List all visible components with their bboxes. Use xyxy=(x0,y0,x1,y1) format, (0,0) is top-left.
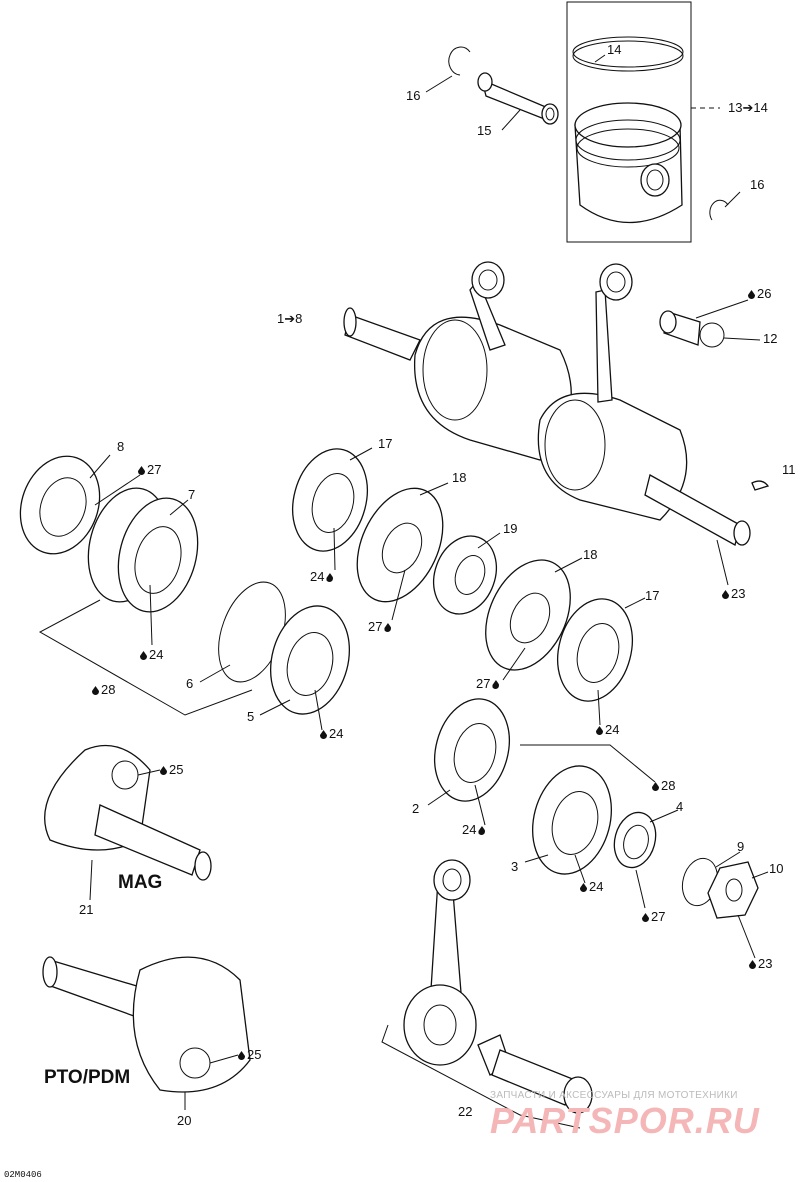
needle-bearing-top xyxy=(659,310,725,348)
callout-11: 11 xyxy=(782,462,796,477)
connecting-rod-22 xyxy=(403,859,593,1114)
callout-4: 4 xyxy=(676,799,684,814)
callout-5: 5 xyxy=(247,709,255,724)
callout-24-e: 24 xyxy=(462,823,486,837)
callout-24-c: 24 xyxy=(320,727,343,741)
lubricant-drop-icon xyxy=(320,730,327,739)
watermark-caption: ЗАПЧАСТИ И АКСЕССУАРЫ ДЛЯ МОТОТЕХНИКИ xyxy=(490,1090,738,1101)
callout-27-c: 27 xyxy=(476,677,500,691)
callout-26: 26 xyxy=(748,287,771,301)
callout-27-d: 27 xyxy=(642,910,665,924)
lubricant-drop-icon xyxy=(384,623,392,632)
callout-7: 7 xyxy=(188,487,196,502)
label-pto-pdm: PTO/PDM xyxy=(44,1067,131,1088)
callout-8: 8 xyxy=(117,439,125,454)
callout-22: 22 xyxy=(458,1104,473,1119)
lubricant-drop-icon xyxy=(652,782,659,791)
woodruff-key xyxy=(751,480,770,491)
callout-20: 20 xyxy=(177,1113,192,1128)
callout-28-b: 28 xyxy=(652,779,675,793)
callout-27-b: 27 xyxy=(368,620,392,634)
lubricant-drop-icon xyxy=(138,466,145,475)
bearing-17-upper xyxy=(292,448,368,552)
lubricant-drop-icon xyxy=(596,726,603,735)
label-mag: MAG xyxy=(118,872,163,893)
callout-24-f: 24 xyxy=(580,880,603,894)
callout-10: 10 xyxy=(769,861,784,876)
bearing-7 xyxy=(87,487,199,613)
callout-18-upper: 18 xyxy=(452,470,467,485)
bearing-2 xyxy=(434,698,510,802)
callout-16-top: 16 xyxy=(406,88,421,103)
callout-25-a: 25 xyxy=(160,763,183,777)
lubricant-drop-icon xyxy=(238,1051,245,1060)
callout-27-a: 27 xyxy=(138,463,161,477)
piston-pin xyxy=(477,72,559,125)
nut-10 xyxy=(707,861,759,919)
callout-19: 19 xyxy=(503,521,518,536)
callout-18-lower: 18 xyxy=(583,547,598,562)
seal-4 xyxy=(613,811,657,869)
diagram-code: 02M0406 xyxy=(4,1170,42,1180)
circlip-top xyxy=(448,46,471,76)
lubricant-drop-icon xyxy=(749,960,756,969)
lubricant-drop-icon xyxy=(580,883,587,892)
callout-17-lower: 17 xyxy=(645,588,660,603)
crankshaft-assembly xyxy=(343,261,751,546)
bearing-5 xyxy=(269,605,351,715)
lubricant-drop-icon xyxy=(326,573,334,582)
circlip-right xyxy=(709,199,729,221)
lubricant-drop-icon xyxy=(160,766,167,775)
callout-3: 3 xyxy=(511,859,519,874)
callout-9: 9 xyxy=(737,839,745,854)
callout-16-right: 16 xyxy=(750,177,765,192)
callout-24-d: 24 xyxy=(596,723,619,737)
oil-seal-8 xyxy=(19,455,101,555)
crank-half-pto xyxy=(42,956,251,1093)
crank-half-mag xyxy=(44,744,212,881)
callout-24-a: 24 xyxy=(310,570,334,584)
callout-28-a: 28 xyxy=(92,683,115,697)
bearing-17-lower xyxy=(557,598,633,702)
lubricant-drop-icon xyxy=(642,913,649,922)
gear-19 xyxy=(433,535,497,615)
seal-18-lower xyxy=(485,559,571,671)
callout-2: 2 xyxy=(412,801,420,816)
lubricant-drop-icon xyxy=(92,686,99,695)
callout-21: 21 xyxy=(79,902,94,917)
piston-group xyxy=(566,1,720,243)
callout-23-a: 23 xyxy=(722,587,745,601)
callout-13-14: 13➔14 xyxy=(728,100,768,115)
lubricant-drop-icon xyxy=(140,651,147,660)
lubricant-drop-icon xyxy=(478,826,486,835)
lubricant-drop-icon xyxy=(748,290,755,299)
callout-14: 14 xyxy=(607,42,622,57)
leader-lines xyxy=(89,54,769,1110)
watermark-brand: PARTSPOR.RU xyxy=(490,1100,760,1141)
callout-6: 6 xyxy=(186,676,194,691)
group-brackets xyxy=(38,599,656,1129)
callout-15: 15 xyxy=(477,123,492,138)
callout-12: 12 xyxy=(763,331,778,346)
callout-25-b: 25 xyxy=(238,1048,261,1062)
callout-24-b: 24 xyxy=(140,648,163,662)
lubricant-drop-icon xyxy=(722,590,729,599)
callout-17-upper: 17 xyxy=(378,436,393,451)
callout-1-8: 1➔8 xyxy=(277,311,303,326)
lubricant-drop-icon xyxy=(492,680,500,689)
callout-23-b: 23 xyxy=(749,957,772,971)
seal-18-upper xyxy=(356,487,444,603)
bearing-3 xyxy=(531,765,613,875)
